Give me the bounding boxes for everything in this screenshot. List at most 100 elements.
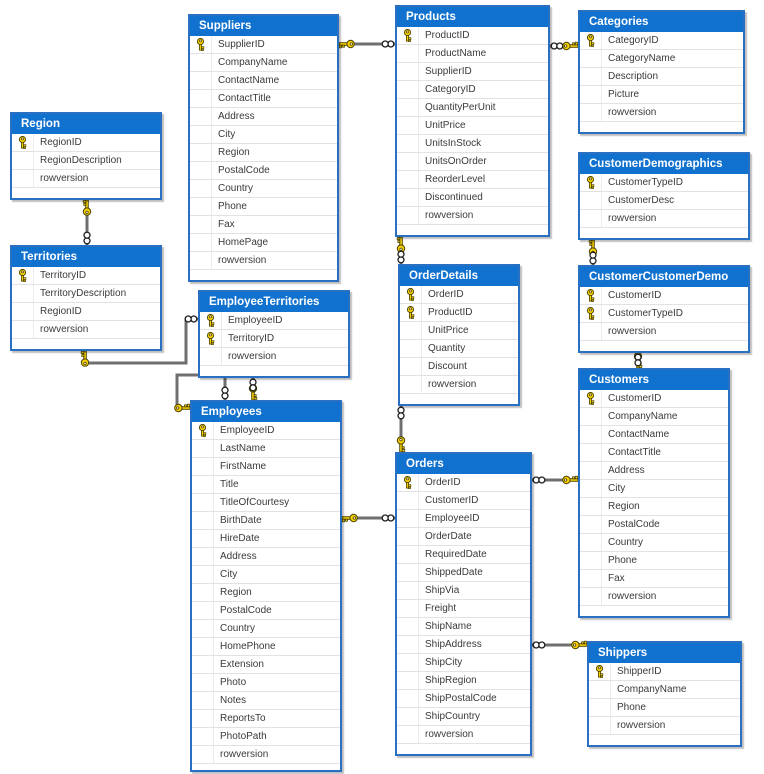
field-row[interactable]: Freight: [397, 600, 530, 618]
table-title[interactable]: Employees: [192, 402, 340, 422]
field-row[interactable]: Address: [190, 108, 337, 126]
field-row[interactable]: rowversion: [400, 376, 518, 394]
field-row[interactable]: UnitsOnOrder: [397, 153, 548, 171]
field-row[interactable]: ReorderLevel: [397, 171, 548, 189]
field-row[interactable]: UnitPrice: [400, 322, 518, 340]
field-row[interactable]: Extension: [192, 656, 340, 674]
field-row[interactable]: ShipVia: [397, 582, 530, 600]
field-row[interactable]: CustomerID: [580, 287, 748, 305]
field-row[interactable]: CustomerTypeID: [580, 305, 748, 323]
field-row[interactable]: Fax: [190, 216, 337, 234]
field-row[interactable]: TerritoryDescription: [12, 285, 160, 303]
field-row[interactable]: Discount: [400, 358, 518, 376]
field-row[interactable]: rowversion: [580, 104, 743, 122]
field-row[interactable]: UnitsInStock: [397, 135, 548, 153]
field-row[interactable]: Country: [192, 620, 340, 638]
field-row[interactable]: HomePage: [190, 234, 337, 252]
field-row[interactable]: TitleOfCourtesy: [192, 494, 340, 512]
field-row[interactable]: Address: [580, 462, 728, 480]
table-title[interactable]: Orders: [397, 454, 530, 474]
field-row[interactable]: ShipperID: [589, 663, 740, 681]
field-row[interactable]: Description: [580, 68, 743, 86]
table-title[interactable]: CustomerCustomerDemo: [580, 267, 748, 287]
field-row[interactable]: CompanyName: [589, 681, 740, 699]
field-row[interactable]: ProductID: [400, 304, 518, 322]
field-row[interactable]: Notes: [192, 692, 340, 710]
field-row[interactable]: RegionID: [12, 303, 160, 321]
field-row[interactable]: ProductName: [397, 45, 548, 63]
field-row[interactable]: rowversion: [190, 252, 337, 270]
field-row[interactable]: HireDate: [192, 530, 340, 548]
field-row[interactable]: CategoryID: [397, 81, 548, 99]
table-title[interactable]: Territories: [12, 247, 160, 267]
field-row[interactable]: CustomerID: [397, 492, 530, 510]
field-row[interactable]: ContactTitle: [580, 444, 728, 462]
field-row[interactable]: CustomerID: [580, 390, 728, 408]
field-row[interactable]: OrderID: [400, 286, 518, 304]
table-title[interactable]: Categories: [580, 12, 743, 32]
field-row[interactable]: ShipPostalCode: [397, 690, 530, 708]
field-row[interactable]: ContactName: [580, 426, 728, 444]
table-title[interactable]: Products: [397, 7, 548, 27]
field-row[interactable]: LastName: [192, 440, 340, 458]
field-row[interactable]: Region: [580, 498, 728, 516]
field-row[interactable]: rowversion: [12, 170, 160, 188]
field-row[interactable]: Phone: [580, 552, 728, 570]
field-row[interactable]: RequiredDate: [397, 546, 530, 564]
field-row[interactable]: HomePhone: [192, 638, 340, 656]
field-row[interactable]: EmployeeID: [200, 312, 348, 330]
field-row[interactable]: rowversion: [12, 321, 160, 339]
field-row[interactable]: PostalCode: [580, 516, 728, 534]
field-row[interactable]: City: [190, 126, 337, 144]
field-row[interactable]: RegionID: [12, 134, 160, 152]
field-row[interactable]: RegionDescription: [12, 152, 160, 170]
field-row[interactable]: Region: [192, 584, 340, 602]
field-row[interactable]: City: [580, 480, 728, 498]
field-row[interactable]: rowversion: [580, 323, 748, 341]
field-row[interactable]: Photo: [192, 674, 340, 692]
field-row[interactable]: ShipName: [397, 618, 530, 636]
field-row[interactable]: ProductID: [397, 27, 548, 45]
field-row[interactable]: rowversion: [200, 348, 348, 366]
field-row[interactable]: TerritoryID: [12, 267, 160, 285]
table-title[interactable]: Customers: [580, 370, 728, 390]
field-row[interactable]: rowversion: [580, 210, 748, 228]
field-row[interactable]: Country: [580, 534, 728, 552]
field-row[interactable]: PostalCode: [192, 602, 340, 620]
field-row[interactable]: Picture: [580, 86, 743, 104]
field-row[interactable]: Phone: [589, 699, 740, 717]
field-row[interactable]: FirstName: [192, 458, 340, 476]
field-row[interactable]: EmployeeID: [397, 510, 530, 528]
field-row[interactable]: CategoryName: [580, 50, 743, 68]
table-title[interactable]: Region: [12, 114, 160, 134]
field-row[interactable]: CompanyName: [580, 408, 728, 426]
field-row[interactable]: ShippedDate: [397, 564, 530, 582]
field-row[interactable]: ReportsTo: [192, 710, 340, 728]
table-title[interactable]: OrderDetails: [400, 266, 518, 286]
field-row[interactable]: rowversion: [192, 746, 340, 764]
field-row[interactable]: Fax: [580, 570, 728, 588]
field-row[interactable]: rowversion: [397, 726, 530, 744]
field-row[interactable]: CustomerTypeID: [580, 174, 748, 192]
field-row[interactable]: TerritoryID: [200, 330, 348, 348]
field-row[interactable]: Address: [192, 548, 340, 566]
field-row[interactable]: ShipCountry: [397, 708, 530, 726]
field-row[interactable]: UnitPrice: [397, 117, 548, 135]
field-row[interactable]: Discontinued: [397, 189, 548, 207]
field-row[interactable]: rowversion: [397, 207, 548, 225]
field-row[interactable]: Region: [190, 144, 337, 162]
field-row[interactable]: CustomerDesc: [580, 192, 748, 210]
field-row[interactable]: PhotoPath: [192, 728, 340, 746]
field-row[interactable]: rowversion: [589, 717, 740, 735]
